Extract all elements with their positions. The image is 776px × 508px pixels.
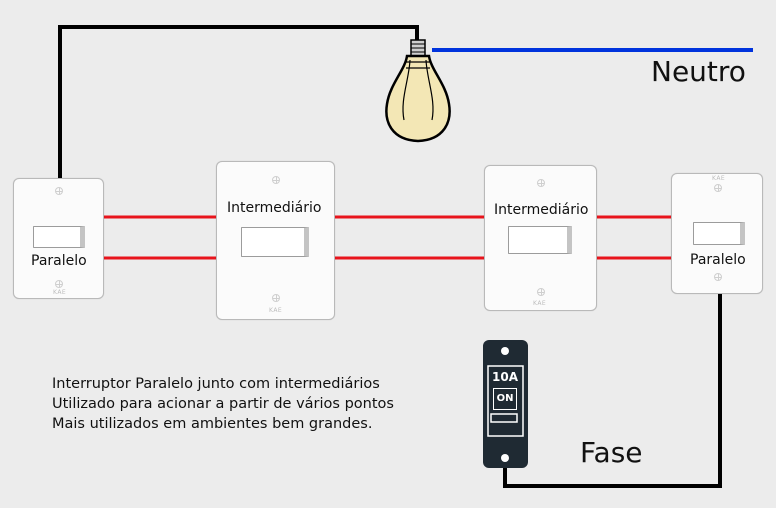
neutral-label: Neutro bbox=[651, 55, 746, 88]
breaker bbox=[483, 340, 528, 468]
description-line: Interruptor Paralelo junto com intermedi… bbox=[52, 376, 380, 392]
screw-icon bbox=[714, 273, 722, 281]
phase-wire bbox=[503, 293, 722, 488]
switch-paralelo-left: Paralelo KAE bbox=[13, 178, 104, 299]
breaker-rating: 10A bbox=[492, 370, 518, 384]
switch-intermediario-2: Intermediário KAE bbox=[484, 165, 597, 311]
switch-label: Intermediário bbox=[494, 202, 589, 218]
switch-label: Intermediário bbox=[227, 200, 322, 216]
brand-mark: KAE bbox=[269, 307, 283, 314]
description-line: Mais utilizados em ambientes bem grandes… bbox=[52, 416, 373, 432]
switch-intermediario-1: Intermediário KAE bbox=[216, 161, 335, 320]
brand-mark: KAE bbox=[712, 175, 726, 182]
screw-icon bbox=[272, 294, 280, 302]
screw-icon bbox=[55, 280, 63, 288]
switch-label: Paralelo bbox=[690, 252, 746, 268]
switch-label: Paralelo bbox=[31, 253, 87, 269]
screw-icon bbox=[537, 179, 545, 187]
rocker-button[interactable] bbox=[693, 222, 745, 245]
traveler-wires bbox=[104, 215, 673, 260]
description-line: Utilizado para acionar a partir de vário… bbox=[52, 396, 394, 412]
breaker-state: ON bbox=[493, 388, 517, 410]
rocker-button[interactable] bbox=[508, 226, 572, 254]
brand-mark: KAE bbox=[533, 300, 547, 307]
switch-paralelo-right: KAE Paralelo bbox=[671, 173, 763, 294]
rocker-button[interactable] bbox=[33, 226, 85, 248]
description: Interruptor Paralelo junto com intermedi… bbox=[52, 374, 394, 434]
brand-mark: KAE bbox=[53, 289, 67, 296]
rocker-button[interactable] bbox=[241, 227, 309, 257]
phase-label: Fase bbox=[580, 436, 643, 469]
bulb-icon bbox=[385, 39, 451, 143]
screw-icon bbox=[272, 176, 280, 184]
screw-icon bbox=[714, 184, 722, 192]
screw-icon bbox=[55, 187, 63, 195]
screw-icon bbox=[537, 288, 545, 296]
return-wire bbox=[58, 25, 419, 180]
